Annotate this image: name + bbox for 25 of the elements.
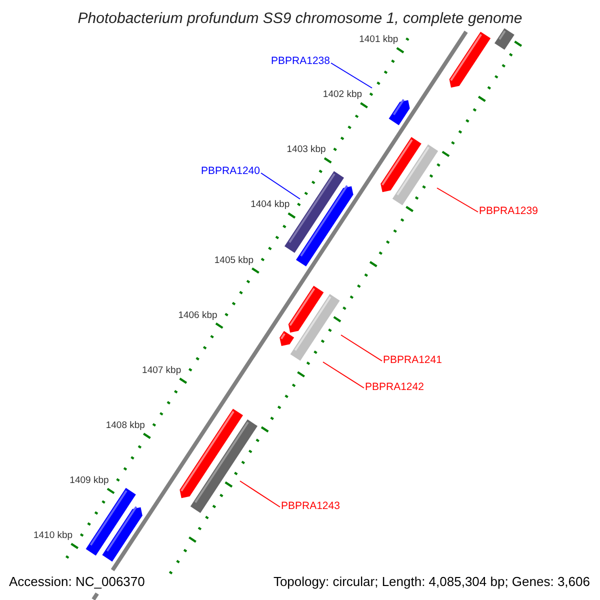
scale-label: 1410 kbp [33,530,73,542]
scale-label: 1407 kbp [142,364,182,377]
gene-label: PBPRA1242 [365,381,424,394]
gene-label: PBPRA1240 [201,165,260,178]
accession-note: Accession: NC_006370 [9,574,145,590]
scale-label: 1406 kbp [178,310,218,322]
scale-label: 1404 kbp [250,199,290,212]
leader-line [340,334,382,362]
leader-line [240,480,280,508]
leader-line [330,62,372,88]
scale-label: 1403 kbp [286,144,326,156]
scale-label: 1401 kbp [359,34,398,46]
scale-label: 1409 kbp [70,474,109,487]
topology-note: Topology: circular; Length: 4,085,304 bp; Genes: 3,606 [273,574,590,590]
gene-label: PBPRA1239 [479,205,538,218]
scale-label: 1402 kbp [322,89,362,102]
leader-line [322,362,364,388]
leader-line [260,172,300,200]
leader-line [436,188,478,212]
scale-label: 1405 kbp [214,254,254,267]
gene-label: PBPRA1243 [281,500,340,513]
gene-label: PBPRA1238 [271,55,330,68]
scale-label: 1408 kbp [106,420,145,432]
gene-label: PBPRA1241 [383,354,442,367]
map-title: Photobacterium profundum SS9 chromosome 1, complete genome [76,9,524,29]
